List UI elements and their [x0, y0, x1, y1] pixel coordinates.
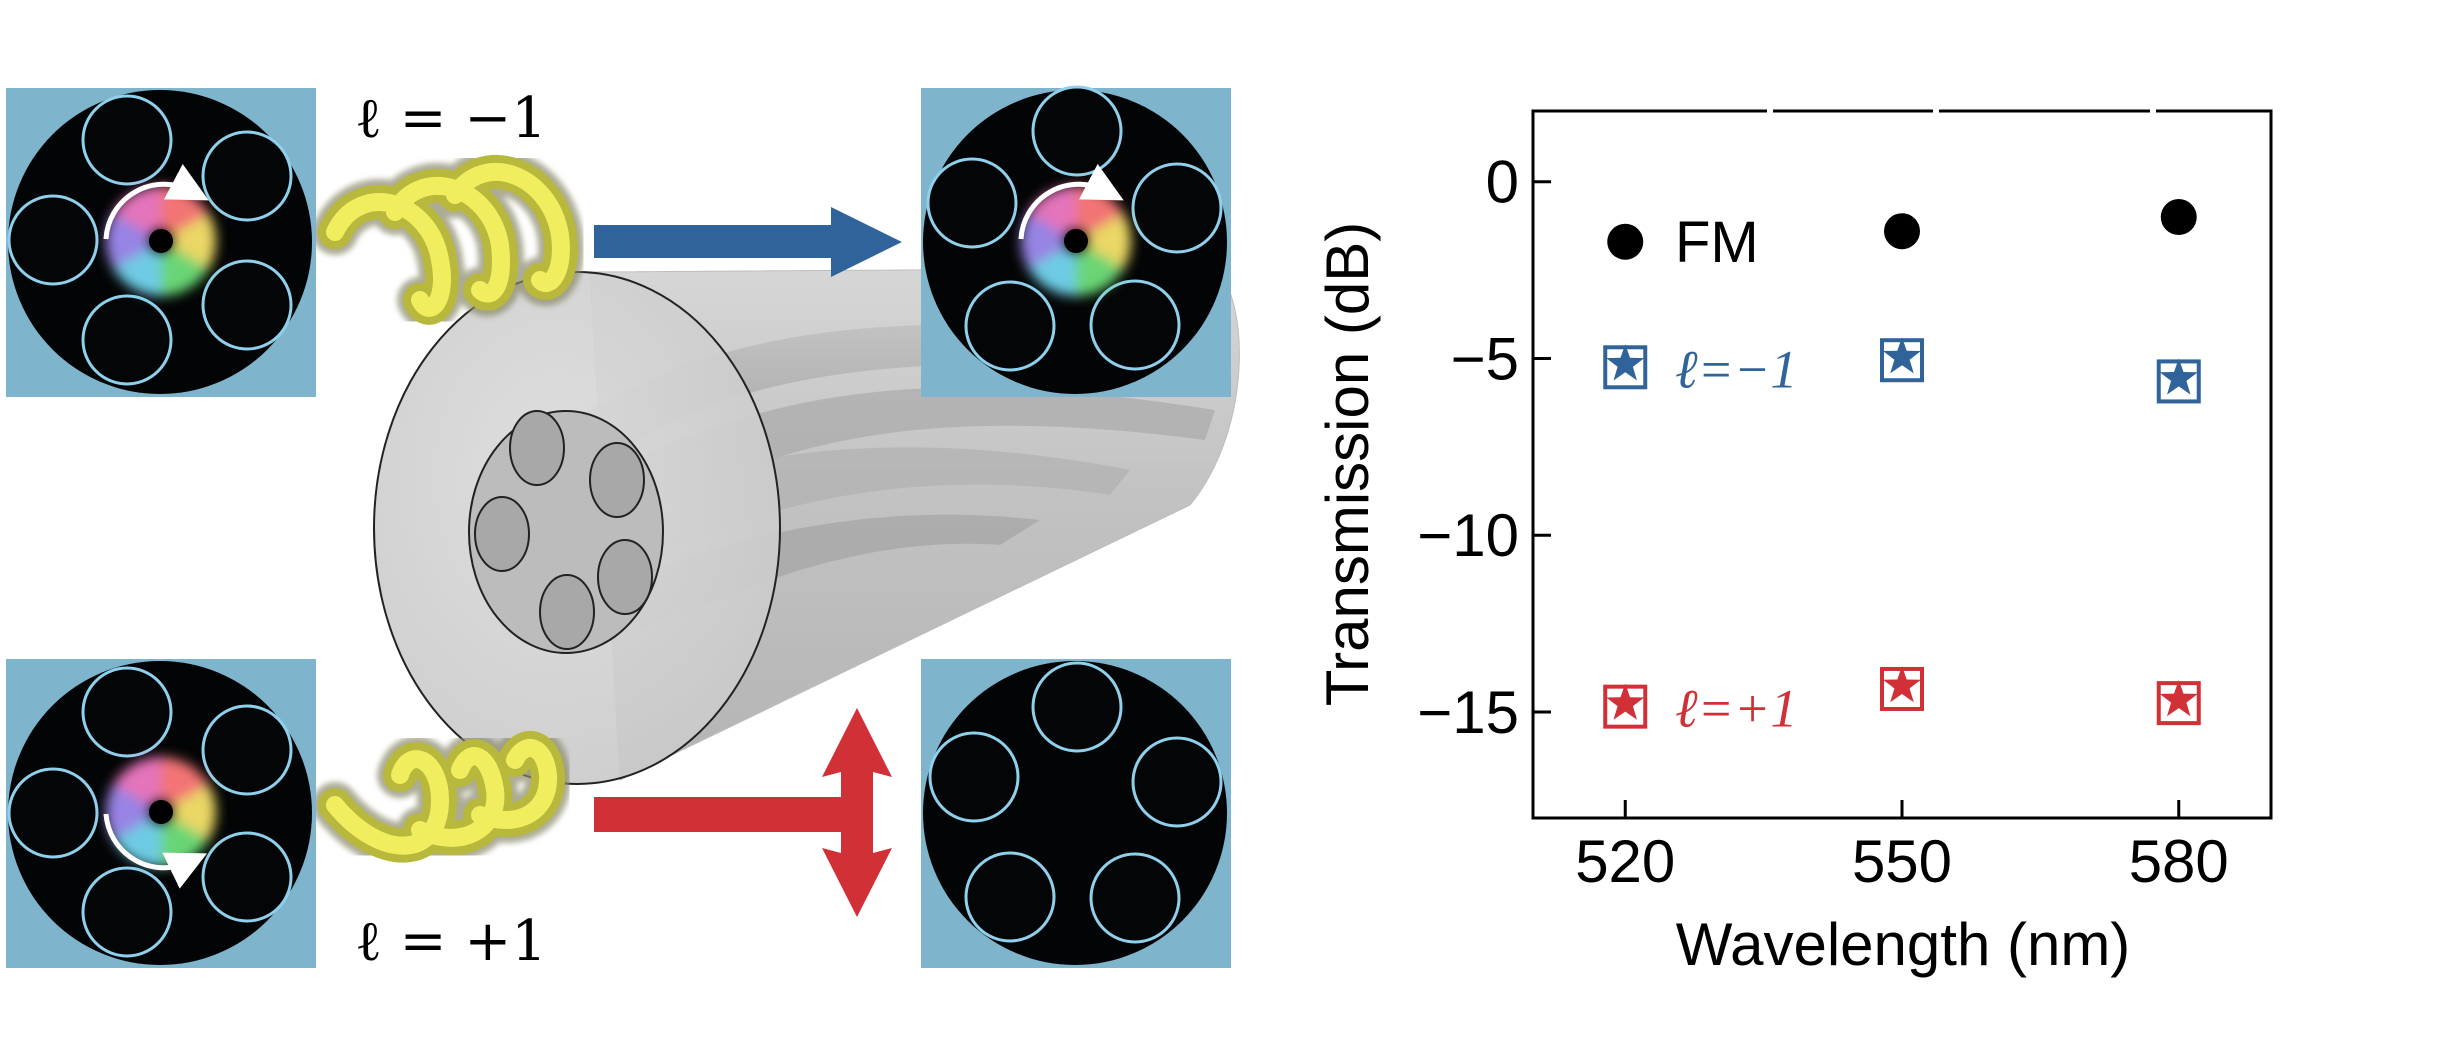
- y-axis-ticks: 0 −5 −10 −15: [1417, 149, 1551, 746]
- data-point: [1607, 223, 1644, 260]
- legend-label-FM: FM: [1675, 210, 1759, 275]
- series-FM: [1607, 199, 2197, 260]
- legend-label-l=-1: ℓ=−1: [1675, 339, 1797, 399]
- block-arrow-double-head: [822, 708, 892, 917]
- vortex-core: [149, 229, 173, 253]
- transmission-chart: 0 −5 −10 −15 520 550 580 Wavelength (nm) Tran…: [1314, 106, 2273, 978]
- vortex-mode: [106, 757, 216, 867]
- vortex-core: [1064, 229, 1088, 253]
- fiber-diagram: ℓ = −1 ℓ = +1: [6, 85, 1240, 974]
- rotation-arrow-icon: [1018, 163, 1124, 240]
- data-point: [1880, 666, 1924, 711]
- core-outline: [7, 767, 99, 859]
- x-tick-label: 550: [1852, 828, 1952, 895]
- y-tick-label: −5: [1451, 325, 1519, 392]
- core-outline: [201, 259, 293, 351]
- x-tick-label: 580: [2129, 828, 2229, 895]
- core-outline: [928, 731, 1020, 823]
- core-outline: [81, 294, 173, 386]
- rotation-arrow-icon: [103, 813, 208, 889]
- core-outline: [926, 157, 1018, 249]
- core-outline: [964, 851, 1056, 943]
- helical-beam-l-minus-1: [312, 149, 584, 331]
- block-arrow: [594, 708, 892, 917]
- series-l=+1: [1603, 666, 2201, 729]
- core-outline: [1089, 852, 1181, 944]
- data-series: [1603, 199, 2201, 729]
- block-arrow-shaft: [594, 797, 846, 832]
- core-outline: [1131, 736, 1223, 828]
- vortex-core: [149, 800, 173, 824]
- x-axis-title: Wavelength (nm): [1676, 911, 2131, 978]
- core-outline: [1089, 279, 1181, 371]
- mode-panel-output-l-plus-1: [921, 659, 1231, 968]
- legend-label-l=+1: ℓ=+1: [1675, 679, 1797, 739]
- core-outline: [1031, 661, 1123, 753]
- data-point: [1603, 683, 1648, 729]
- mode-panel-input-l-plus-1: [6, 659, 316, 968]
- x-axis-ticks: 520 550 580: [1575, 800, 2229, 895]
- core-outline: [81, 94, 173, 186]
- data-point: [1603, 344, 1648, 390]
- data-point: [2160, 199, 2197, 236]
- rotation-arrow-icon: [103, 163, 209, 240]
- vortex-mode: [106, 186, 216, 296]
- core-outline: [81, 866, 173, 958]
- core-outline: [201, 831, 293, 923]
- helical-beam-l-plus-1: [312, 725, 571, 869]
- fiber-core: [589, 442, 645, 518]
- data-point: [1880, 337, 1924, 383]
- spine-gap: [1767, 106, 1773, 116]
- data-point: [2156, 358, 2201, 404]
- series-l=-1: [1603, 337, 2201, 404]
- y-axis-title: Transmission (dB): [1314, 222, 1381, 707]
- label-l-minus-1: ℓ = −1: [355, 86, 547, 151]
- y-tick-label: 0: [1486, 149, 1519, 216]
- core-outline: [7, 194, 99, 286]
- y-tick-label: −15: [1417, 679, 1519, 746]
- spine-gap: [2150, 106, 2156, 116]
- data-point: [1884, 213, 1920, 250]
- legend: FM ℓ=−1 ℓ=+1: [1675, 210, 1797, 739]
- core-outline: [201, 704, 293, 796]
- core-outline: [1131, 162, 1223, 254]
- core-outline: [201, 130, 293, 222]
- mode-panel-input-l-minus-1: [6, 88, 316, 397]
- mode-panel-output-l-minus-1: [921, 85, 1231, 397]
- x-tick-label: 520: [1575, 828, 1675, 895]
- fiber-core: [509, 410, 565, 486]
- data-point: [2156, 680, 2201, 726]
- transmit-arrow: [594, 207, 902, 277]
- spine-gap: [1933, 106, 1939, 116]
- y-tick-label: −10: [1417, 502, 1519, 569]
- fiber-cores: [474, 410, 653, 650]
- core-outline: [81, 666, 173, 758]
- label-l-plus-1: ℓ = +1: [355, 909, 547, 974]
- core-outline: [1031, 85, 1123, 177]
- fiber-core: [597, 539, 653, 615]
- mode-panels: [6, 85, 1231, 968]
- fiber-core: [474, 496, 530, 572]
- core-outline: [964, 280, 1056, 372]
- fiber-core: [539, 574, 595, 650]
